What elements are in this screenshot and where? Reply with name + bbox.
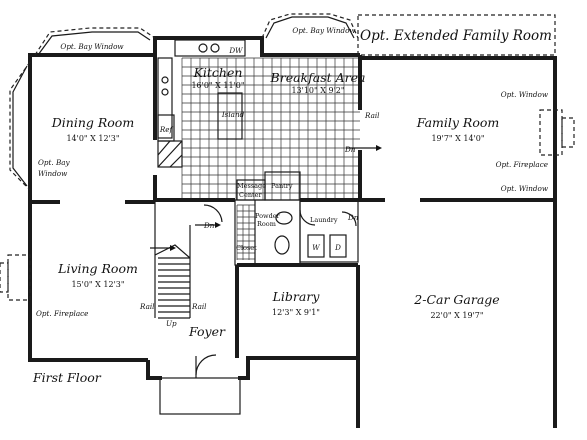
message-center-label-1: Message <box>237 182 266 190</box>
rail-label-stair-left: Rail <box>139 302 154 311</box>
opt-window-label-2: Opt. Window <box>501 184 548 193</box>
direction-arrows <box>150 145 382 251</box>
exterior-walls <box>28 36 557 428</box>
down-label-laundry: Dn <box>347 213 359 222</box>
powder-room-fixtures <box>274 211 293 255</box>
opt-window-label-1: Opt. Window <box>501 90 548 99</box>
powder-room-label-1: Powder <box>255 212 281 220</box>
rail-label-stair-right: Rail <box>191 302 206 311</box>
foyer-title: Foyer <box>188 324 226 339</box>
refrigerator-label: Ref <box>159 125 174 134</box>
down-label-family: Dn <box>344 145 356 154</box>
opt-bay-window-left-label-1: Opt. Bay <box>38 158 71 167</box>
door-swings <box>195 204 357 378</box>
dryer-label: D <box>334 243 341 252</box>
opt-fireplace-family-label: Opt. Fireplace <box>496 160 548 169</box>
kitchen-title: Kitchen <box>193 65 243 80</box>
dining-room-title: Dining Room <box>51 115 134 130</box>
tile-floor-grid <box>181 57 360 260</box>
family-room-dimensions: 19'7" X 14'0" <box>431 134 484 143</box>
breakfast-area-title: Breakfast Area <box>270 70 366 85</box>
message-center-label-2: Center <box>239 191 262 199</box>
library-title: Library <box>272 289 321 304</box>
breakfast-area-dimensions: 13'10" X 9'2" <box>291 86 344 95</box>
opt-bay-window-breakfast-label: Opt. Bay Window <box>292 26 355 35</box>
rail-label-breakfast: Rail <box>364 111 379 120</box>
garage-dimensions: 22'0" X 19'7" <box>430 311 483 320</box>
pantry-label: Pantry <box>271 182 293 190</box>
island-label: Island <box>221 110 245 119</box>
opt-bay-window-left-label-2: Window <box>38 169 67 178</box>
up-label: Up <box>166 319 177 328</box>
powder-room-label-2: Room <box>257 220 276 228</box>
opt-extended-family-room-label: Opt. Extended Family Room <box>360 28 552 44</box>
kitchen-fixtures <box>157 39 246 168</box>
garage-title: 2-Car Garage <box>413 292 499 307</box>
staircase <box>154 244 191 319</box>
family-room-title: Family Room <box>416 115 499 130</box>
opt-fireplace-living-label: Opt. Fireplace <box>36 309 88 318</box>
kitchen-dimensions: 16'0" X 11'0" <box>191 81 244 90</box>
washer-label: W <box>312 243 320 252</box>
living-room-title: Living Room <box>57 261 138 276</box>
labels: Dining Room 14'0" X 12'3" Kitchen 16'0" … <box>32 26 552 385</box>
down-label-stair: Dn <box>203 221 215 230</box>
interior-walls <box>30 55 362 358</box>
opt-bay-window-dining-label: Opt. Bay Window <box>60 42 123 51</box>
closet-label: Closet <box>236 244 257 252</box>
laundry-label: Laundry <box>310 216 338 224</box>
dining-room-dimensions: 14'0" X 12'3" <box>66 134 119 143</box>
living-room-dimensions: 15'0" X 12'3" <box>71 280 124 289</box>
optional-features <box>0 13 575 301</box>
floor-label: First Floor <box>32 370 102 385</box>
library-dimensions: 12'3" X 9'1" <box>272 308 320 317</box>
dishwasher-label: DW <box>228 46 243 55</box>
